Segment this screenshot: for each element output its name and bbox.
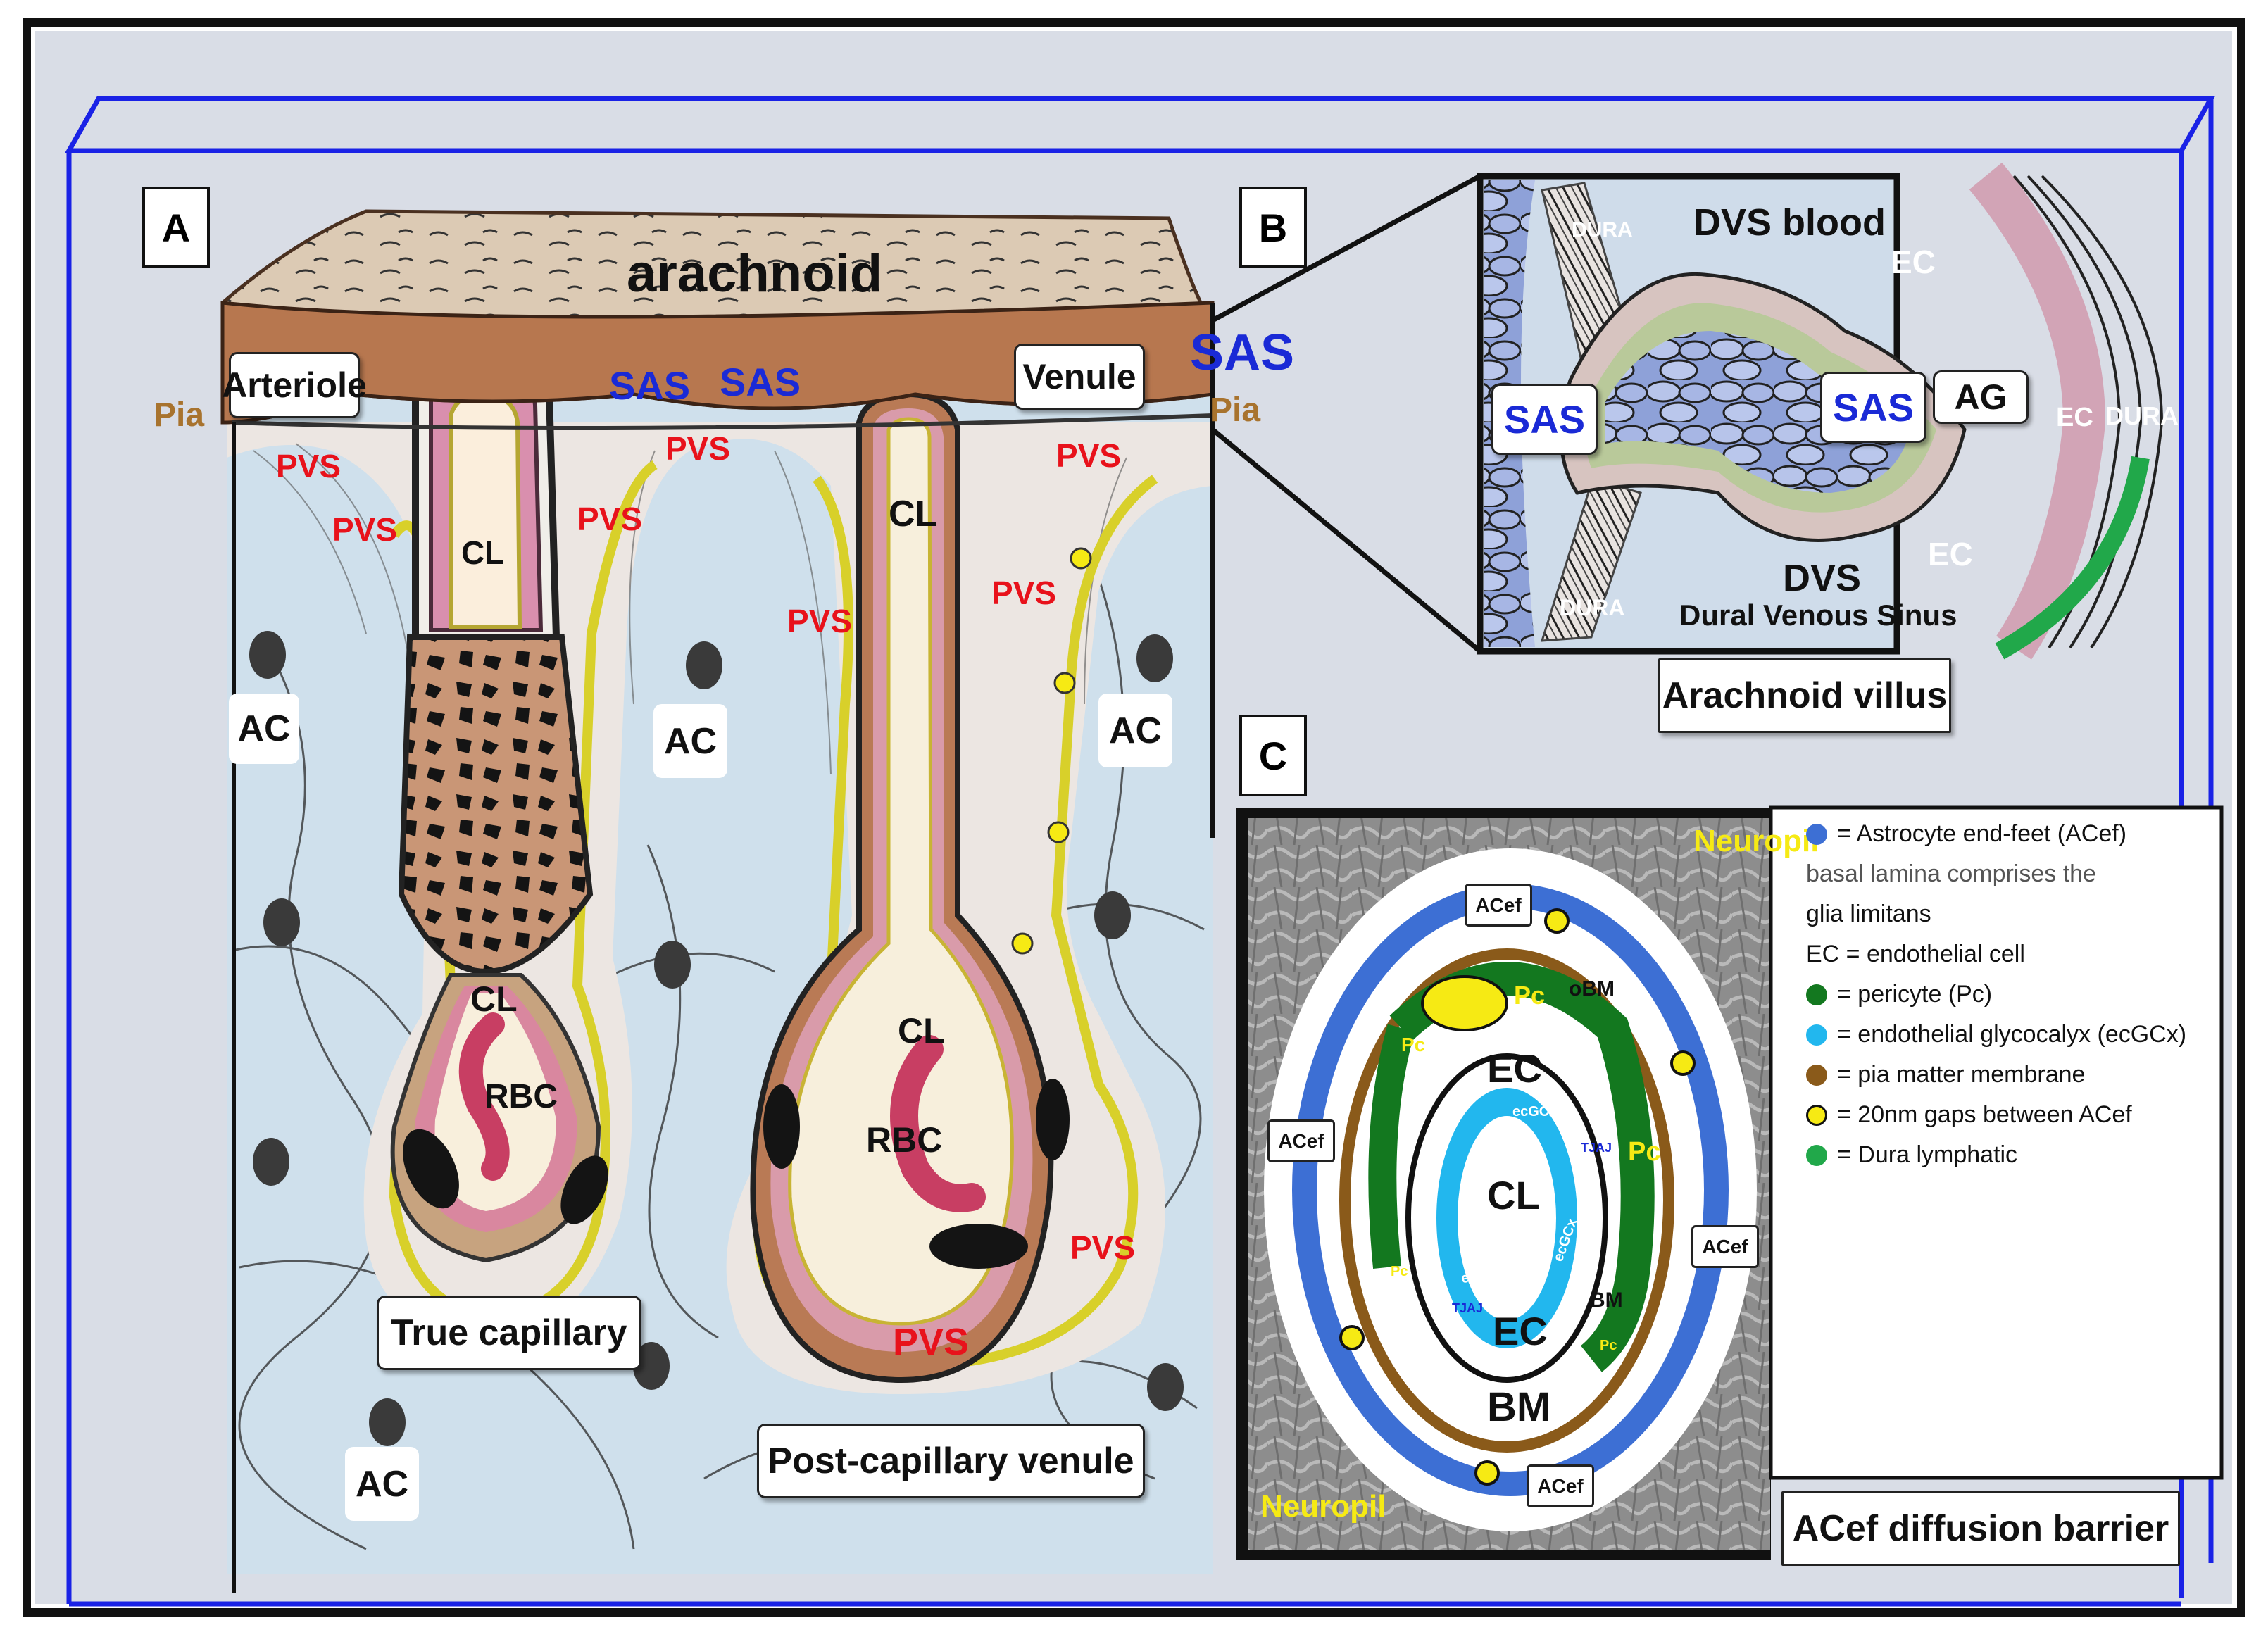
acef-label: ACef xyxy=(1465,884,1532,927)
arachnoid-label: arachnoid xyxy=(627,244,883,303)
pvs-label: PVS xyxy=(577,501,643,537)
pvs-label: PVS xyxy=(1056,437,1122,474)
pvs-label: PVS xyxy=(893,1321,970,1363)
acef-label: ACef xyxy=(1527,1464,1594,1507)
legend-item: = 20nm gaps between ACef xyxy=(1806,1101,2132,1129)
pia-label-right: Pia xyxy=(1210,391,1261,429)
obm-label: oBM xyxy=(1569,977,1615,1001)
arachnoid-villus-label: Arachnoid villus xyxy=(1658,658,1951,733)
pvs-label: PVS xyxy=(665,430,731,467)
ac-label: AC xyxy=(229,694,299,764)
panel-c-drawing xyxy=(1236,805,2224,1560)
legend-text: = Astrocyte end-feet (ACef) xyxy=(1837,820,2127,847)
panel-a-drawing xyxy=(220,209,1215,1593)
ec-label-c: EC xyxy=(1487,1046,1542,1091)
pvs-label: PVS xyxy=(332,511,398,548)
dura-lymphatic-dot xyxy=(1806,1144,1827,1166)
legend-text: = Dura lymphatic xyxy=(1837,1141,2018,1168)
ac-label: AC xyxy=(345,1447,419,1521)
bm-label: BM xyxy=(1487,1384,1551,1430)
pvs-label: PVS xyxy=(1070,1229,1136,1266)
ac-label: AC xyxy=(1098,694,1172,767)
legend-item: glia limitans xyxy=(1806,901,1931,928)
legend-item: EC = endothelial cell xyxy=(1806,941,2025,968)
dura-label: DURA xyxy=(1572,218,1633,242)
sas-big-label: SAS xyxy=(1190,325,1295,381)
dvs-label: DVS xyxy=(1783,557,1862,599)
panel-label-b: B xyxy=(1239,187,1307,268)
acef-diffusion-barrier-label: ACef diffusion barrier xyxy=(1781,1491,2180,1566)
legend-text: = endothelial glycocalyx (ecGCx) xyxy=(1837,1021,2187,1048)
pia-label-left: Pia xyxy=(154,396,205,434)
legend-text: basal lamina comprises the xyxy=(1806,860,2096,887)
legend-item: = pericyte (Pc) xyxy=(1806,981,1992,1008)
neuropil-label: Neuropil xyxy=(1260,1489,1386,1524)
legend-item: = Dura lymphatic xyxy=(1806,1141,2017,1169)
legend-text: = 20nm gaps between ACef xyxy=(1837,1101,2132,1128)
pvs-label: PVS xyxy=(276,448,342,484)
pericyte-dot xyxy=(1806,984,1827,1005)
rbc-label: RBC xyxy=(484,1078,558,1115)
ac-label: AC xyxy=(653,704,727,778)
legend-text: = pia matter membrane xyxy=(1837,1061,2086,1088)
pvs-label: PVS xyxy=(787,603,853,639)
true-capillary-label: True capillary xyxy=(377,1296,641,1370)
legend-item: basal lamina comprises the xyxy=(1806,860,2096,888)
pvs-label: PVS xyxy=(991,575,1057,611)
pc-label: Pc xyxy=(1600,1338,1617,1353)
legend-text: glia limitans xyxy=(1806,901,1931,927)
sas-label-b2: SAS xyxy=(1820,372,1926,443)
cl-label: CL xyxy=(461,534,505,571)
pc-label: Pc xyxy=(1514,981,1546,1010)
dvs-blood-label: DVS blood xyxy=(1693,201,1886,244)
neuropil-label: Neuropil xyxy=(1693,824,1819,858)
arteriole-label: Arteriole xyxy=(222,352,367,418)
ec-label: EC xyxy=(1928,536,1973,572)
acef-label: ACef xyxy=(1691,1225,1759,1268)
post-capillary-venule-label: Post-capillary venule xyxy=(757,1424,1145,1498)
legend-text: = pericyte (Pc) xyxy=(1837,981,1993,1008)
tjaj-label: TJAJ xyxy=(1452,1301,1484,1315)
pc-label: Pc xyxy=(1391,1264,1408,1279)
pia-membrane-dot xyxy=(1806,1064,1827,1086)
ag-label: AG xyxy=(1933,370,2029,424)
sas-label-b1: SAS xyxy=(1491,384,1598,455)
legend-text: EC = endothelial cell xyxy=(1806,941,2025,967)
cl-label: CL xyxy=(889,494,938,534)
rbc-label: RBC xyxy=(866,1120,943,1160)
cl-label: CL xyxy=(898,1011,945,1050)
gap-dot xyxy=(1806,1104,1827,1126)
dura-label: DURA xyxy=(2105,401,2179,430)
ec-label: EC xyxy=(1891,244,1936,280)
legend-item: = endothelial glycocalyx (ecGCx) xyxy=(1806,1021,2186,1048)
sas-label-1: SAS xyxy=(609,363,691,408)
tjaj-label: TJAJ xyxy=(1581,1141,1612,1155)
cl-label-c: CL xyxy=(1487,1173,1540,1217)
legend-item: = Astrocyte end-feet (ACef) xyxy=(1806,820,2126,848)
legend-item: = pia matter membrane xyxy=(1806,1061,2085,1089)
pc-label: Pc xyxy=(1628,1137,1661,1167)
astrocyte-dot xyxy=(1806,823,1827,845)
sas-label-2: SAS xyxy=(720,360,801,404)
venule-label: Venule xyxy=(1014,344,1145,410)
panel-label-a: A xyxy=(142,187,210,268)
panel-label-c: C xyxy=(1239,715,1307,796)
dura-label: DURA xyxy=(1560,595,1625,620)
pc-label: Pc xyxy=(1401,1034,1426,1055)
ec-label-c: EC xyxy=(1493,1309,1548,1353)
bm-small-label: BM xyxy=(1590,1288,1623,1312)
cl-label: CL xyxy=(470,979,518,1019)
dural-venous-sinus-label: Dural Venous Sinus xyxy=(1679,598,1957,632)
glycocalyx-dot xyxy=(1806,1024,1827,1046)
ec-label: EC xyxy=(2056,403,2093,432)
ecgcx-label: ecGCx xyxy=(1512,1104,1558,1119)
acef-label: ACef xyxy=(1267,1119,1335,1162)
